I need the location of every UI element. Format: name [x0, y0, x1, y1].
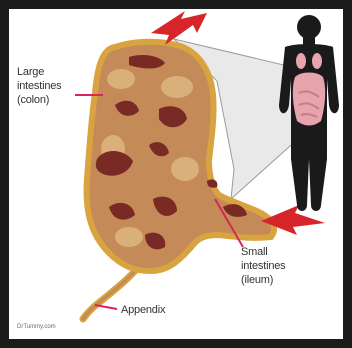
large-intestines-label: Large intestines (colon) — [17, 65, 61, 107]
diagram-panel: Large intestines (colon) Small intestine… — [9, 9, 343, 339]
intestine-diagram — [9, 9, 343, 339]
haustra — [107, 69, 135, 89]
small-intestines-label: Small intestines (ileum) — [241, 245, 285, 287]
organs — [293, 73, 325, 126]
credit-text: DrTummy.com — [17, 324, 56, 330]
appendix-label: Appendix — [121, 303, 165, 317]
